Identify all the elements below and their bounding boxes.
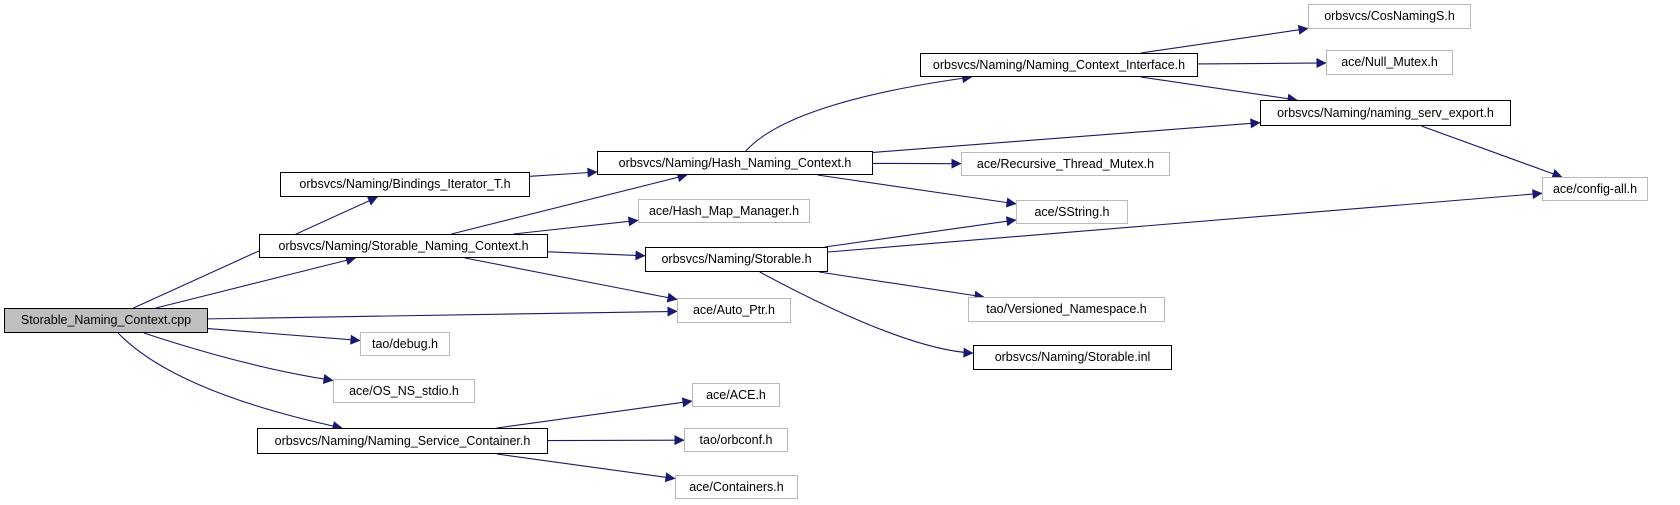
edge-snc_h-to-autoptr (464, 257, 678, 303)
edge-snc_h-to-hmm (513, 216, 639, 235)
node-inl[interactable]: orbsvcs/Naming/Storable.inl (973, 345, 1172, 370)
node-osns[interactable]: ace/OS_NS_stdio.h (333, 379, 475, 403)
node-hash[interactable]: orbsvcs/Naming/Hash_Naming_Context.h (597, 151, 873, 175)
edge-hash-to-nse (872, 118, 1261, 153)
edge-root-to-autoptr (207, 306, 678, 320)
node-ace_h[interactable]: ace/ACE.h (692, 383, 780, 407)
node-vns[interactable]: tao/Versioned_Namespace.h (968, 297, 1165, 322)
edge-root-to-osns (143, 332, 334, 384)
node-orbconf[interactable]: tao/orbconf.h (684, 428, 788, 452)
edge-root-to-debug (207, 327, 361, 345)
node-sstring[interactable]: ace/SString.h (1016, 200, 1128, 224)
node-debug[interactable]: tao/debug.h (360, 332, 450, 356)
edge-nsc-to-ace_h (496, 397, 693, 429)
node-rtm[interactable]: ace/Recursive_Thread_Mutex.h (961, 152, 1170, 176)
node-hmm[interactable]: ace/Hash_Map_Manager.h (638, 199, 810, 223)
edge-nsc-to-containers (496, 453, 676, 483)
edge-nci-to-cosnaming (1140, 24, 1309, 54)
edge-nci-to-nse (1140, 76, 1298, 104)
edge-storable_h-to-vns (818, 271, 985, 301)
node-cosnaming[interactable]: orbsvcs/CosNamingS.h (1308, 4, 1471, 29)
node-nsc[interactable]: orbsvcs/Naming/Naming_Service_Container.… (257, 428, 548, 454)
edge-snc_h-to-hash (451, 172, 688, 235)
edge-bindings-to-hash (529, 167, 598, 178)
edge-storable_h-to-configall (827, 189, 1543, 253)
node-nullmutex[interactable]: ace/Null_Mutex.h (1326, 50, 1453, 75)
edge-nse-to-configall (1421, 125, 1563, 179)
node-configall[interactable]: ace/config-all.h (1542, 177, 1648, 201)
edge-hash-to-nci (745, 73, 973, 152)
node-root: Storable_Naming_Context.cpp (4, 308, 208, 333)
node-nci[interactable]: orbsvcs/Naming/Naming_Context_Interface.… (920, 53, 1198, 77)
node-autoptr[interactable]: ace/Auto_Ptr.h (677, 298, 791, 323)
edge-nci-to-nullmutex (1197, 58, 1327, 69)
node-nse[interactable]: orbsvcs/Naming/naming_serv_export.h (1260, 100, 1511, 126)
edge-storable_h-to-sstring (824, 216, 1017, 248)
edge-snc_h-to-storable_h (547, 250, 646, 261)
edge-root-to-snc_h (155, 255, 357, 309)
node-storable_h[interactable]: orbsvcs/Naming/Storable.h (645, 247, 828, 272)
edge-root-to-bindings (133, 196, 378, 309)
node-containers[interactable]: ace/Containers.h (675, 475, 798, 499)
node-snc_h[interactable]: orbsvcs/Naming/Storable_Naming_Context.h (259, 234, 548, 258)
edge-root-to-nsc (117, 332, 343, 431)
node-bindings[interactable]: orbsvcs/Naming/Bindings_Iterator_T.h (280, 172, 530, 197)
edge-hash-to-sstring (817, 174, 1017, 208)
edge-storable_h-to-inl (759, 271, 974, 358)
